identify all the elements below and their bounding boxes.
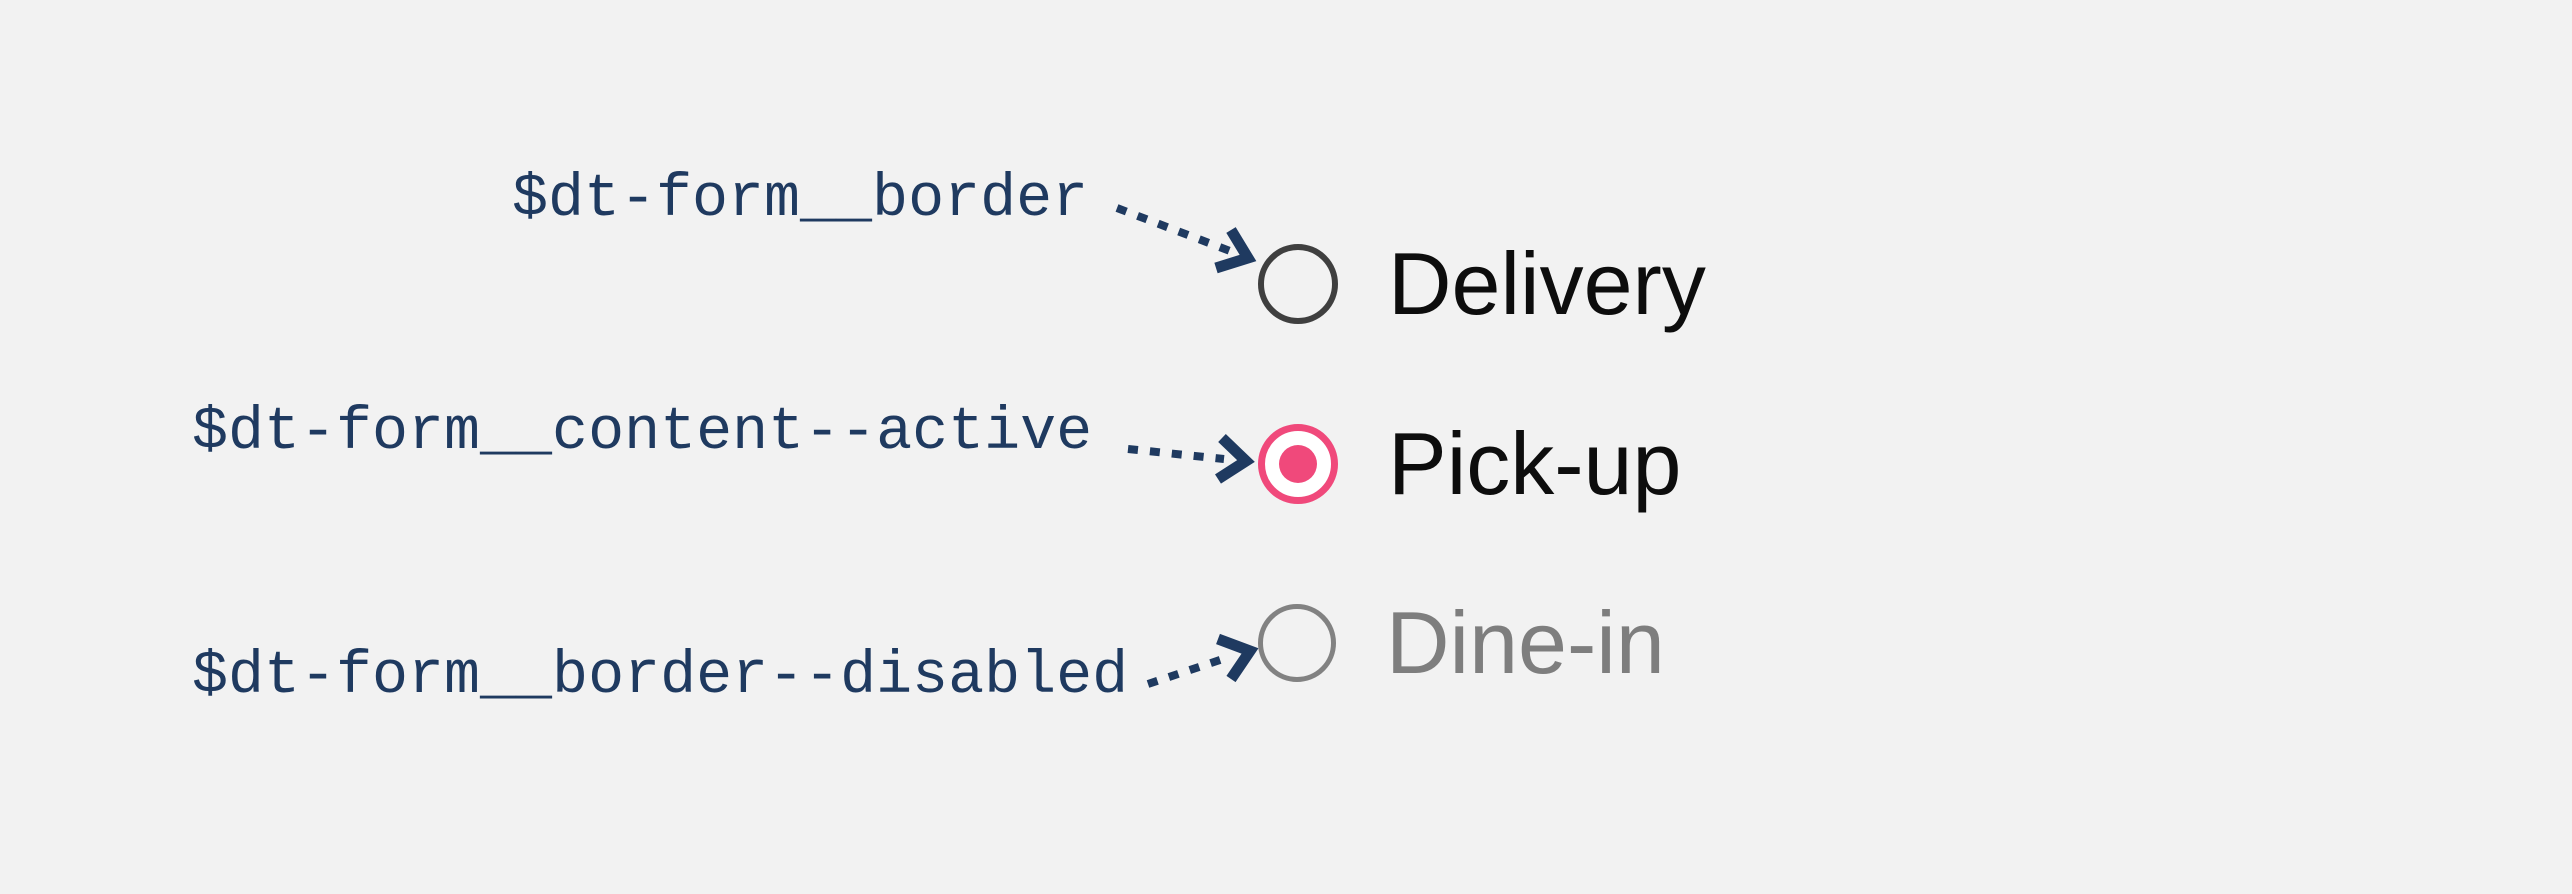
- radio-button-disabled: [1258, 604, 1336, 682]
- radio-button-default[interactable]: [1258, 244, 1338, 324]
- dotted-arrow-content-active-icon: [1127, 434, 1255, 484]
- radio-label-delivery[interactable]: Delivery: [1388, 234, 1706, 333]
- token-label-form-content-active: $dt-form__content--active: [192, 399, 1093, 467]
- radio-label-dinein: Dine-in: [1386, 593, 1665, 692]
- radio-option-pickup[interactable]: Pick-up: [1258, 420, 1681, 508]
- radio-label-pickup[interactable]: Pick-up: [1388, 414, 1682, 513]
- radio-option-delivery[interactable]: Delivery: [1258, 240, 1706, 328]
- token-label-form-border-disabled: $dt-form__border--disabled: [192, 643, 1129, 711]
- dotted-arrow-border-icon: [1115, 204, 1257, 274]
- dotted-arrow-border-disabled-icon: [1146, 633, 1259, 688]
- radio-option-dinein: Dine-in: [1258, 599, 1665, 687]
- radio-button-selected[interactable]: [1258, 424, 1338, 504]
- token-label-form-border: $dt-form__border: [512, 166, 1089, 234]
